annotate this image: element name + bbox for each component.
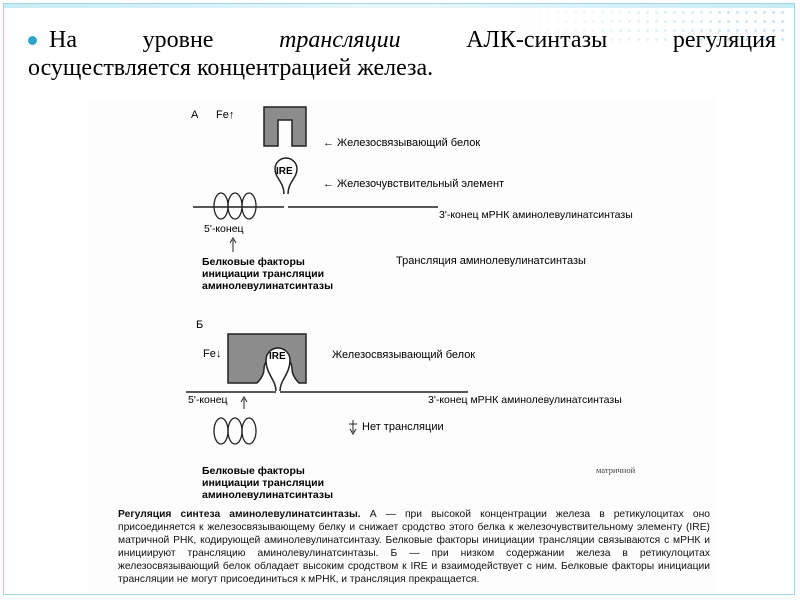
bullet-line-2: осуществляется концентрацией железа. xyxy=(28,54,776,82)
panel-a-translation: Трансляция аминолевулинатсинтазы xyxy=(396,255,586,267)
iron-binding-protein-shape xyxy=(264,107,306,146)
caption-body: А — при высокой концентрации железа в ре… xyxy=(118,509,710,585)
panel-b-factors-2: инициации трансляции xyxy=(202,477,324,489)
figure-caption: Регуляция синтеза аминолевулинатсинтазы.… xyxy=(118,508,710,586)
panel-b: Б Fe↓ IRE Железосвязывающий белок 5'-кон… xyxy=(186,319,636,501)
word: АЛК-синтазы xyxy=(466,27,607,53)
caption-title: Регуляция синтеза аминолевулинатсинтазы. xyxy=(118,509,361,520)
initiation-factor-ellipse xyxy=(228,418,242,444)
panel-b-fe: Fe↓ xyxy=(203,348,221,360)
word-italic: трансляции xyxy=(279,27,401,53)
panel-b-label: Б xyxy=(196,319,203,331)
panel-b-factors-1: Белковые факторы xyxy=(202,465,305,477)
word: На xyxy=(49,27,77,53)
bullet-text: На уровне трансляции АЛК-синтазы регуляц… xyxy=(28,26,776,82)
panel-b-3end: 3'-конец мРНК аминолевулинатсинтазы xyxy=(428,394,622,406)
panel-a-protein-label: ← Железосвязывающий белок xyxy=(323,137,480,149)
scanned-figure: А Fe↑ ← Железосвязывающий белок IRE ← Же… xyxy=(88,98,716,594)
panel-a-fe: Fe↑ xyxy=(216,109,234,121)
panel-a-3end: 3'-конец мРНК аминолевулинатсинтазы xyxy=(439,209,633,221)
word: регуляция xyxy=(673,27,776,53)
initiation-factor-ellipse xyxy=(242,418,256,444)
panel-a-sensor-label: ← Железочувствительный элемент xyxy=(323,178,504,190)
blocked-arrow-icon xyxy=(349,420,357,434)
panel-a-factors-1: Белковые факторы xyxy=(202,256,305,268)
panel-a-factors-3: аминолевулинатсинтазы xyxy=(202,280,333,292)
bullet-line-1: На уровне трансляции АЛК-синтазы регуляц… xyxy=(49,26,776,54)
panel-b-5end: 5'-конец xyxy=(188,394,228,406)
panel-a-label: А xyxy=(191,109,199,121)
panel-b-ire: IRE xyxy=(269,351,286,362)
bullet-item: На уровне трансляции АЛК-синтазы регуляц… xyxy=(28,26,776,54)
initiation-factor-ellipse xyxy=(214,193,228,219)
panel-a-factors-2: инициации трансляции xyxy=(202,268,324,280)
word: уровне xyxy=(143,27,214,53)
panel-b-factors-3: аминолевулинатсинтазы xyxy=(202,489,333,501)
bullet-icon xyxy=(28,36,37,45)
panel-a-5end: 5'-конец xyxy=(204,223,244,235)
panel-b-protein-label: Железосвязывающий белок xyxy=(332,349,475,361)
initiation-factor-ellipse xyxy=(242,193,256,219)
handwritten-note: матричной xyxy=(596,465,636,475)
panel-a: А Fe↑ ← Железосвязывающий белок IRE ← Же… xyxy=(191,107,633,292)
initiation-factor-ellipse xyxy=(228,193,242,219)
panel-a-ire: IRE xyxy=(276,166,293,177)
initiation-factor-ellipse xyxy=(214,418,228,444)
panel-b-no-translation: Нет трансляции xyxy=(362,421,444,433)
